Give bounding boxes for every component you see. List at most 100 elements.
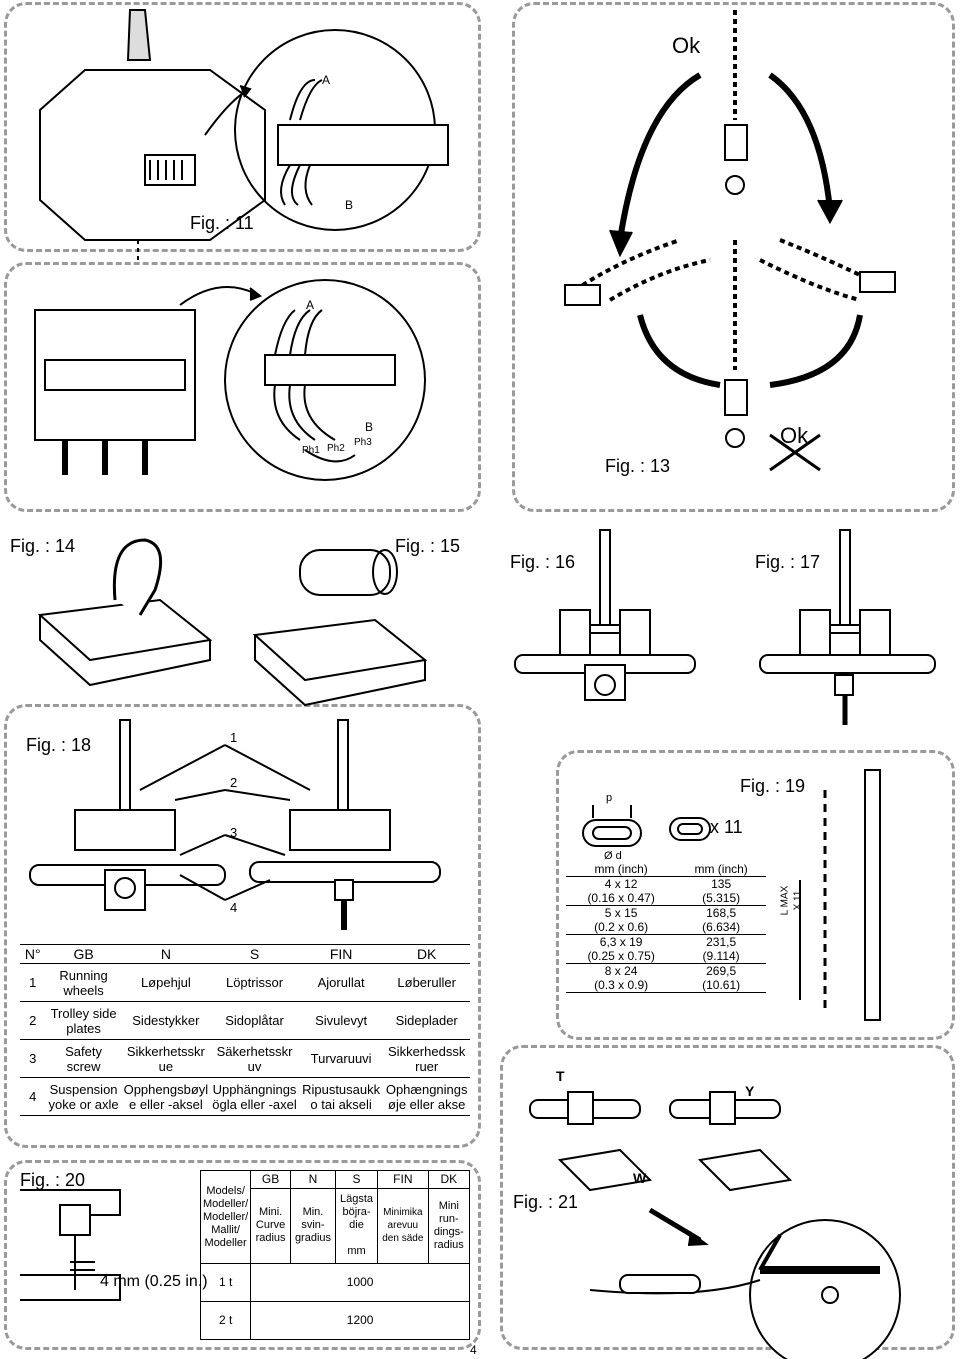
- table-cell: Löptrissor: [210, 963, 299, 1002]
- table-cell: 5 x 15(0.2 x 0.6): [566, 905, 677, 935]
- table-cell: 3: [20, 1039, 46, 1078]
- table-header: GB: [45, 944, 122, 964]
- fig11-terminal-block: [277, 124, 449, 166]
- fig20-radius-table: Models/ Modeller/ Modeller/ Mallit/ Mode…: [199, 1170, 471, 1340]
- table-cell: 1 t: [199, 1263, 252, 1302]
- table-cell: Sideplader: [383, 1001, 470, 1040]
- fig11-label-b: B: [345, 198, 354, 212]
- fig15-trolley-drawing: [252, 549, 428, 707]
- fig12-terminal-block: [264, 354, 396, 386]
- table-cell: Turvaruuvi: [298, 1039, 384, 1078]
- table-header: N: [121, 944, 211, 964]
- fig11-hoist-drawing: [39, 9, 266, 262]
- table-cell: Løpehjul: [121, 963, 211, 1002]
- fig13-panel: [512, 2, 955, 512]
- page-number: 4: [470, 1343, 477, 1357]
- table-header: S: [335, 1170, 378, 1189]
- fig18-panel: [4, 704, 481, 1148]
- table-header: DK: [383, 944, 470, 964]
- table-cell: Säkerhetsskr uv: [210, 1039, 299, 1078]
- fig12-label-b: B: [365, 420, 374, 434]
- table-cell: Sikkerhetsskr ue: [121, 1039, 211, 1078]
- fig19-x11: x 11: [710, 817, 743, 837]
- fig13-not-ok-label: Ok: [780, 423, 809, 448]
- fig21-label-t: T: [556, 1068, 565, 1084]
- fig21-label-y: Y: [745, 1083, 755, 1099]
- fig19-p-label: p: [606, 792, 613, 804]
- table-cell: Mini run- dings- radius: [427, 1187, 471, 1265]
- models-label: Models/ Modeller/ Modeller/ Mallit/ Mode…: [199, 1170, 252, 1264]
- fig13-chain-diagrams: [564, 10, 896, 472]
- fig19-lmax-x11: X 11: [792, 890, 804, 911]
- fig15-title: Fig. : 15: [395, 536, 461, 556]
- fig20-drawing: [20, 1189, 121, 1301]
- fig19-chain-table: mm (inch) mm (inch) 4 x 12(0.16 x 0.47)1…: [566, 862, 766, 993]
- fig21-title: Fig. : 21: [513, 1192, 579, 1212]
- table-cell: Minimika arevuu den säde: [377, 1187, 429, 1265]
- fig17-trolley-drawing: [759, 529, 936, 725]
- fig20-panel: [4, 1160, 481, 1350]
- fig12-panel: [4, 262, 481, 512]
- table-cell: 135(5.315): [676, 876, 766, 906]
- table-cell: 269,5(10.61): [676, 963, 766, 993]
- fig16-trolley-drawing: [514, 529, 696, 701]
- fig20-gap-label: 4 mm (0.25 in.): [100, 1273, 208, 1290]
- table-cell: Upphängnings ögla eller -axel: [210, 1077, 299, 1116]
- fig12-label-a: A: [306, 298, 315, 312]
- fig18-parts-table: N° GB N S FIN DK 1 Running wheels Løpehj…: [20, 944, 470, 1116]
- fig19-panel: [556, 750, 955, 1040]
- fig21-drawing: [529, 1091, 901, 1359]
- table-cell: 6,3 x 19(0.25 x 0.75): [566, 934, 677, 964]
- table-cell: Løberuller: [383, 963, 470, 1002]
- fig18-callout-4: 4: [230, 900, 238, 915]
- fig18-callout-2: 2: [230, 775, 238, 790]
- table-header: FIN: [298, 944, 384, 964]
- table-cell: Safety screw: [45, 1039, 122, 1078]
- table-header: mm (inch): [676, 862, 766, 877]
- table-header: GB: [250, 1170, 291, 1189]
- table-cell: Min. svin- gradius: [289, 1187, 337, 1265]
- table-cell: 2 t: [199, 1301, 252, 1340]
- fig16-title: Fig. : 16: [510, 552, 576, 572]
- fig13-ok-label: Ok: [672, 33, 701, 58]
- table-header: FIN: [377, 1170, 429, 1189]
- table-cell: Sikkerhedssk ruer: [383, 1039, 470, 1078]
- fig19-title: Fig. : 19: [740, 776, 806, 796]
- fig19-chain-drawing: [582, 769, 881, 1021]
- table-cell: Running wheels: [45, 963, 122, 1002]
- table-cell: 8 x 24(0.3 x 0.9): [566, 963, 677, 993]
- table-header: N: [289, 1170, 337, 1189]
- fig18-callout-3: 3: [230, 825, 238, 840]
- fig19-lmax: L MAX: [779, 885, 791, 916]
- fig11-panel: [4, 2, 481, 252]
- table-header: N°: [20, 944, 46, 964]
- table-cell: Sivulevyt: [298, 1001, 384, 1040]
- fig19-d-label: Ø d: [604, 850, 622, 862]
- table-cell: 4: [20, 1077, 46, 1116]
- table-header: mm (inch): [566, 862, 677, 877]
- table-cell: 2: [20, 1001, 46, 1040]
- fig18-trolley-drawings: [29, 719, 441, 930]
- table-header: DK: [427, 1170, 471, 1189]
- fig20-title: Fig. : 20: [20, 1170, 86, 1190]
- table-cell: Ripustusaukk o tai akseli: [298, 1077, 384, 1116]
- fig14-trolley-drawing: [37, 538, 213, 687]
- table-cell: 1: [20, 963, 46, 1002]
- fig12-phase-3: Ph3: [354, 437, 372, 448]
- fig21-label-w: W: [633, 1170, 647, 1186]
- table-cell: Sidoplåtar: [210, 1001, 299, 1040]
- table-header: S: [210, 944, 299, 964]
- fig12-phase-1: Ph1: [302, 445, 320, 456]
- table-cell: Ophængnings øje eller akse: [383, 1077, 470, 1116]
- table-cell: 1200: [250, 1301, 470, 1340]
- table-cell: Opphengsbøyl e eller -aksel: [121, 1077, 211, 1116]
- fig14-title: Fig. : 14: [10, 536, 76, 556]
- fig11-label-a: A: [322, 73, 331, 87]
- table-cell: Suspension yoke or axle: [45, 1077, 122, 1116]
- fig17-title: Fig. : 17: [755, 552, 821, 572]
- fig21-panel: [500, 1045, 955, 1350]
- table-cell: 1000: [250, 1263, 470, 1302]
- table-cell: Sidestykker: [121, 1001, 211, 1040]
